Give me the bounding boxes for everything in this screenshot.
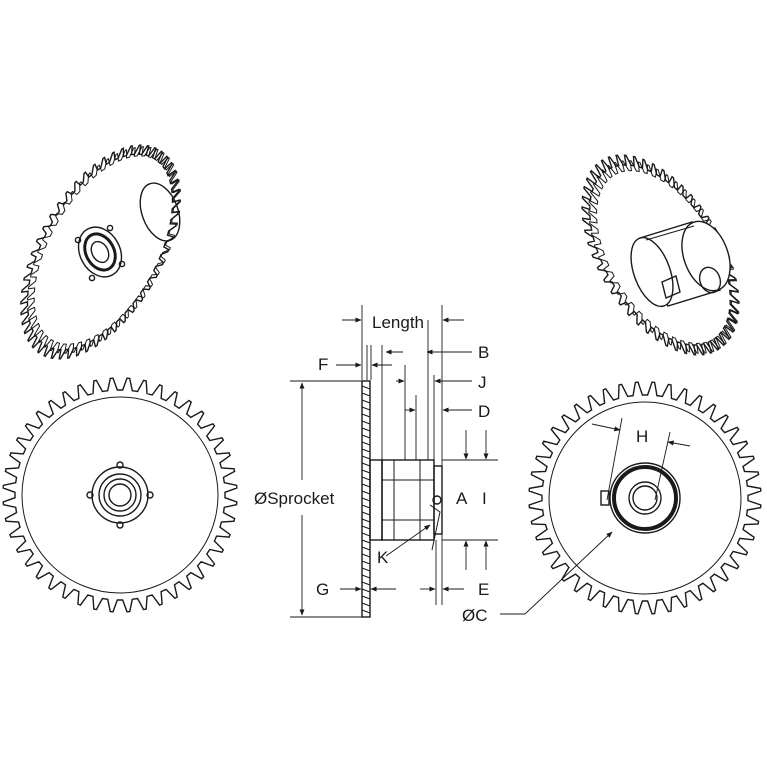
label-b: B: [478, 343, 489, 362]
sprocket-teeth-outline: [581, 154, 739, 356]
label-g: G: [316, 580, 329, 599]
label-sprocket-diameter: ØSprocket: [254, 489, 335, 508]
sprocket-root-circle: [21, 396, 219, 594]
set-screw-slot: [600, 490, 610, 506]
mounting-hole: [118, 260, 126, 268]
sprocket-front-view-hub: [528, 381, 762, 615]
sprocket-teeth-outline: [20, 144, 180, 360]
set-screw: [432, 495, 442, 505]
label-c-diameter: ØC: [462, 606, 488, 625]
label-e: E: [478, 580, 489, 599]
sprocket-teeth-outline: [528, 381, 762, 615]
h-dimension: [591, 417, 691, 501]
sprocket-teeth-back: [588, 160, 740, 354]
mounting-hole: [116, 461, 124, 469]
bearing-flange: [77, 226, 123, 278]
hub-outer: [609, 462, 681, 534]
mounting-hole: [88, 274, 96, 282]
mounting-hole: [74, 236, 82, 244]
label-f: F: [318, 355, 328, 374]
label-i: I: [482, 489, 487, 508]
mounting-hole: [106, 224, 114, 232]
sprocket-root-circle: [548, 401, 742, 595]
label-d: D: [478, 402, 490, 421]
mounting-hole: [146, 491, 154, 499]
sprocket-front-view-bearing: [2, 377, 238, 613]
mounting-hole: [116, 521, 124, 529]
label-a: A: [456, 489, 468, 508]
hub-collar: [369, 459, 383, 541]
sprocket-plate-teeth: [361, 385, 371, 614]
sprocket-isometric-back-view: [20, 144, 182, 360]
sprocket-side-view: [290, 305, 498, 618]
label-length: Length: [372, 313, 424, 332]
bearing-flange: [91, 466, 149, 524]
hub-bore: [698, 266, 722, 294]
mounting-hole: [86, 491, 94, 499]
sprocket-isometric-hub-view: [581, 154, 740, 356]
label-h: H: [636, 427, 648, 446]
hub-chamfer: [612, 465, 678, 531]
set-screw-slot: [661, 275, 681, 299]
label-j: J: [478, 373, 487, 392]
bearing-bore: [90, 240, 110, 264]
sprocket-teeth-outline: [2, 377, 238, 613]
c-leader: [500, 531, 613, 615]
sprocket-teeth-back: [26, 146, 182, 354]
hub-back-face: [630, 236, 674, 308]
hub-bore: [628, 481, 662, 515]
label-k: K: [377, 548, 389, 567]
bearing-bore: [108, 483, 132, 507]
